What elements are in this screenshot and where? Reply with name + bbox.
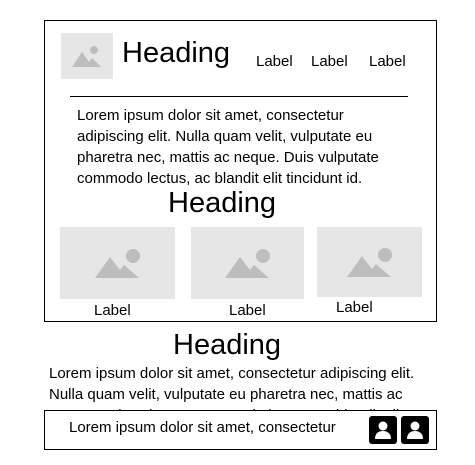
image-icon — [224, 249, 270, 278]
bottom-bar-text: Lorem ipsum dolor sit amet, consectetur — [69, 419, 336, 436]
header-image-placeholder — [61, 33, 113, 79]
user-avatar-icon — [407, 421, 423, 439]
nav-label-2[interactable]: Label — [311, 53, 348, 70]
gallery-image-1 — [60, 227, 175, 299]
gallery-label-3: Label — [336, 299, 373, 316]
image-icon — [346, 248, 392, 277]
section-paragraph: Lorem ipsum dolor sit amet, consectetur … — [49, 365, 415, 411]
section-heading: Heading — [173, 329, 282, 361]
nav-label-1[interactable]: Label — [256, 53, 293, 70]
image-icon — [94, 249, 140, 278]
gallery-image-3 — [317, 227, 422, 297]
gallery-image-2 — [191, 227, 304, 299]
avatar-button-2[interactable] — [401, 416, 429, 444]
card-paragraph: Lorem ipsum dolor sit amet, consectetur … — [77, 107, 379, 187]
gallery-label-1: Label — [94, 302, 131, 319]
user-avatar-icon — [375, 421, 391, 439]
card-heading: Heading — [122, 37, 231, 69]
image-icon — [72, 46, 101, 67]
card-section-heading: Heading — [168, 187, 277, 219]
header-divider — [70, 96, 408, 97]
nav-label-3[interactable]: Label — [369, 53, 406, 70]
gallery-label-2: Label — [229, 302, 266, 319]
avatar-button-1[interactable] — [369, 416, 397, 444]
section-paragraph-clip: Lorem ipsum dolor sit amet, consectetur … — [49, 363, 429, 411]
